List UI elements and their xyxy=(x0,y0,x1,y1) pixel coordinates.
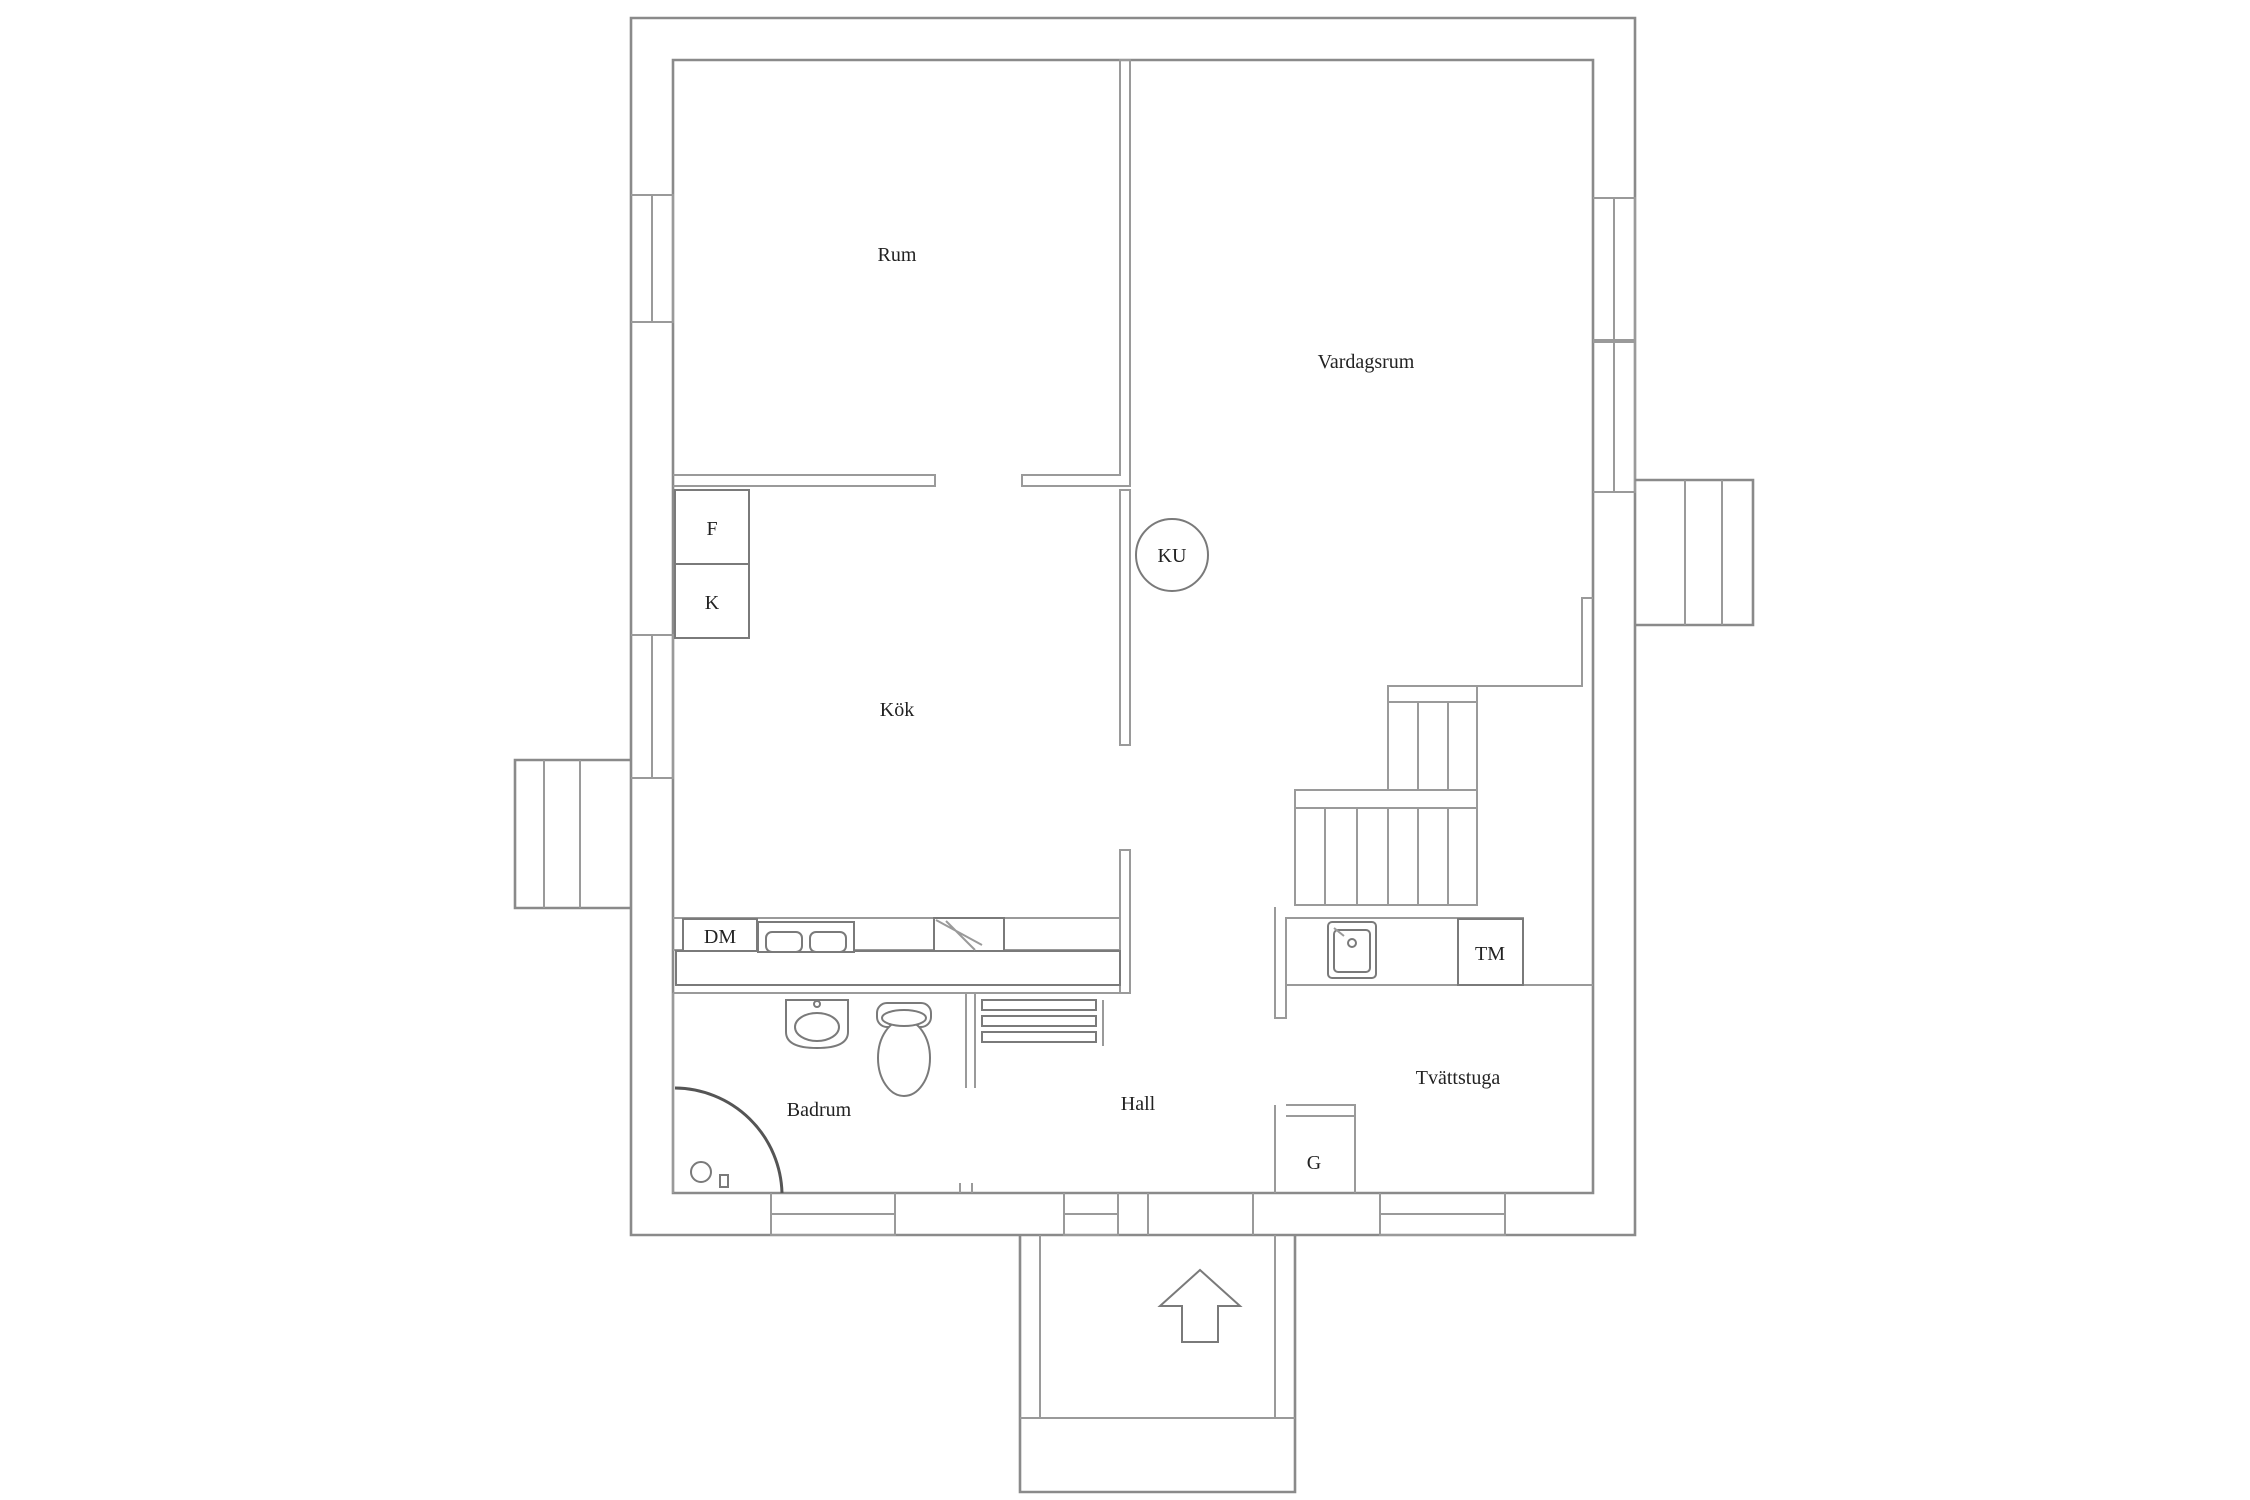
dishwasher-label: DM xyxy=(704,926,736,948)
room-label-badrum: Badrum xyxy=(787,1099,852,1121)
side-steps xyxy=(513,478,1755,910)
washbasin-icon xyxy=(785,999,849,1050)
stove-label: KU xyxy=(1158,545,1187,567)
washing-machine-label: TM xyxy=(1475,943,1505,965)
g-fixture: G xyxy=(1307,1152,1321,1174)
interior-walls xyxy=(672,59,1593,1193)
stove: KU xyxy=(1135,518,1209,592)
room-label-vardagsrum: Vardagsrum xyxy=(1318,351,1415,373)
room-label-tvattstuga: Tvättstuga xyxy=(1416,1067,1501,1089)
washing-machine: TM xyxy=(1457,918,1524,986)
cooktop-icon xyxy=(933,917,1005,952)
g-label: G xyxy=(1307,1152,1321,1174)
towel-rack-icon xyxy=(981,999,1104,1046)
freezer-label: K xyxy=(705,592,720,614)
staircase xyxy=(1294,685,1478,906)
kitchen-sink-icon xyxy=(757,921,855,953)
windows xyxy=(631,194,1636,1236)
room-label-hall: Hall xyxy=(1121,1093,1156,1115)
toilet-icon xyxy=(876,1002,932,1097)
entrance-arrow-icon xyxy=(1157,1268,1243,1343)
freezer: K xyxy=(674,563,750,639)
room-label-kok: Kök xyxy=(880,699,914,721)
entrance-porch xyxy=(1018,1193,1297,1494)
exterior-walls xyxy=(629,16,1637,1237)
fridge: F xyxy=(674,489,750,565)
dishwasher: DM xyxy=(682,918,758,952)
shower-icon xyxy=(674,1086,784,1194)
fridge-label: F xyxy=(706,518,717,540)
room-label-rum: Rum xyxy=(878,244,917,266)
laundry-sink-icon xyxy=(1327,921,1377,979)
